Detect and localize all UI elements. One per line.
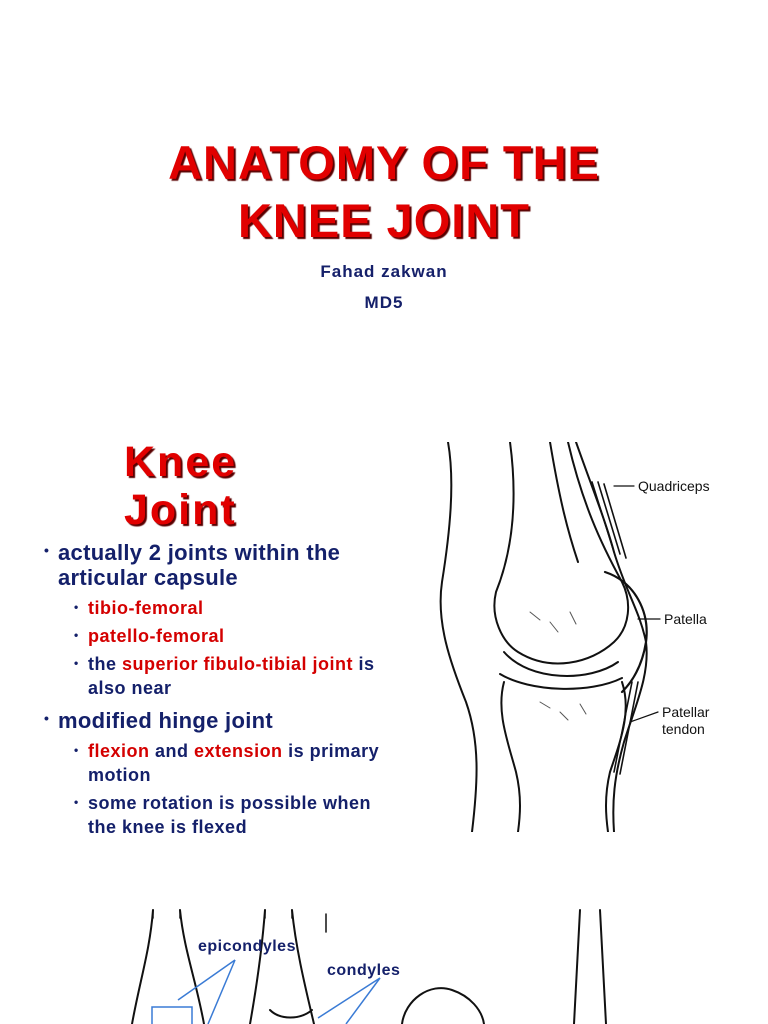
- label-patellar-line1: Patellar: [662, 704, 710, 720]
- bullet-modified-hinge-joint: modified hinge joint: [40, 706, 390, 733]
- slide-title: ANATOMY OF THE KNEE JOINT: [0, 134, 768, 250]
- tibia-outline: [500, 681, 521, 832]
- pointer-epicondyle-2: [207, 959, 236, 1024]
- label-patella: Patella: [664, 611, 707, 627]
- text-also-near: is also near: [88, 654, 375, 698]
- knee-joint-slide: Knee Joint actually 2 joints within the …: [0, 400, 768, 870]
- label-epicondyles: epicondyles: [198, 938, 296, 955]
- sub-bullet-patello-femoral: patello-femoral: [40, 623, 390, 648]
- sub-bullet-superior-fibulo-tibial: the superior fibulo-tibial joint is also…: [40, 651, 390, 700]
- sub-bullet-flexion-extension: flexion and extension is primary motion: [40, 738, 390, 787]
- bullet-joints-within-capsule: actually 2 joints within the articular c…: [40, 538, 390, 590]
- bones-diagram: [131, 909, 607, 1024]
- sub-bullet-rotation: some rotation is possible when the knee …: [40, 790, 390, 839]
- tibia-outline-front: [605, 681, 627, 832]
- femur-outline: [493, 442, 630, 665]
- anterior-contour: [575, 442, 648, 832]
- quadriceps-fibers: [591, 481, 627, 559]
- pointer-box-left: [151, 1006, 193, 1024]
- femur-2-shaft: [249, 909, 266, 1024]
- text-and: and: [149, 741, 195, 761]
- tibia-shaft-l: [573, 909, 581, 1024]
- femur-inner-line: [549, 442, 579, 563]
- pointer-condyle-2: [317, 977, 381, 1019]
- title-line-2: KNEE JOINT: [237, 194, 531, 247]
- pointer-epicondyle-1: [177, 959, 236, 1001]
- title-line-1: ANATOMY OF THE: [168, 136, 600, 189]
- sub-bullet-tibio-femoral: tibio-femoral: [40, 595, 390, 620]
- tibia-shaft-r: [599, 909, 607, 1024]
- femur-1-shaft: [131, 909, 154, 1024]
- pointer-condyle-1: [345, 977, 381, 1024]
- course-code: MD5: [364, 293, 404, 312]
- slide-heading: Knee Joint: [124, 438, 237, 534]
- patella-outline: [401, 987, 485, 1024]
- term-flexion: flexion: [88, 741, 150, 761]
- label-patellar-line2: tendon: [662, 721, 705, 737]
- heading-line-2: Joint: [124, 486, 237, 534]
- bullet-list: actually 2 joints within the articular c…: [40, 538, 390, 843]
- title-slide: ANATOMY OF THE KNEE JOINT Fahad zakwan M…: [0, 0, 768, 400]
- bones-slide: epicondyles condyles: [0, 870, 768, 1024]
- meniscus: [499, 673, 623, 690]
- femur-2-shaft-r: [291, 909, 315, 1024]
- joint-line: [503, 651, 619, 677]
- knee-joint-diagram: Quadriceps Patella Patellar tendon: [439, 442, 710, 832]
- term-superior-fibulo-tibial: superior fibulo-tibial joint: [122, 654, 353, 674]
- term-extension: extension: [194, 741, 283, 761]
- label-quadriceps: Quadriceps: [638, 478, 710, 494]
- femur-2-condyle: [269, 1009, 313, 1019]
- posterior-contour: [439, 442, 478, 832]
- heading-line-1: Knee: [124, 438, 238, 486]
- bone-texture: [529, 611, 587, 721]
- top-ticks: [152, 909, 327, 933]
- label-condyles: condyles: [327, 962, 401, 979]
- text-the: the: [88, 654, 123, 674]
- text-primary-motion: is primary motion: [88, 741, 380, 785]
- femur-1-shaft-r: [179, 909, 205, 1024]
- author-name: Fahad zakwan: [320, 262, 448, 281]
- patellar-tendon-fibers: [613, 681, 639, 775]
- patellar-tendon-leader: [629, 711, 659, 723]
